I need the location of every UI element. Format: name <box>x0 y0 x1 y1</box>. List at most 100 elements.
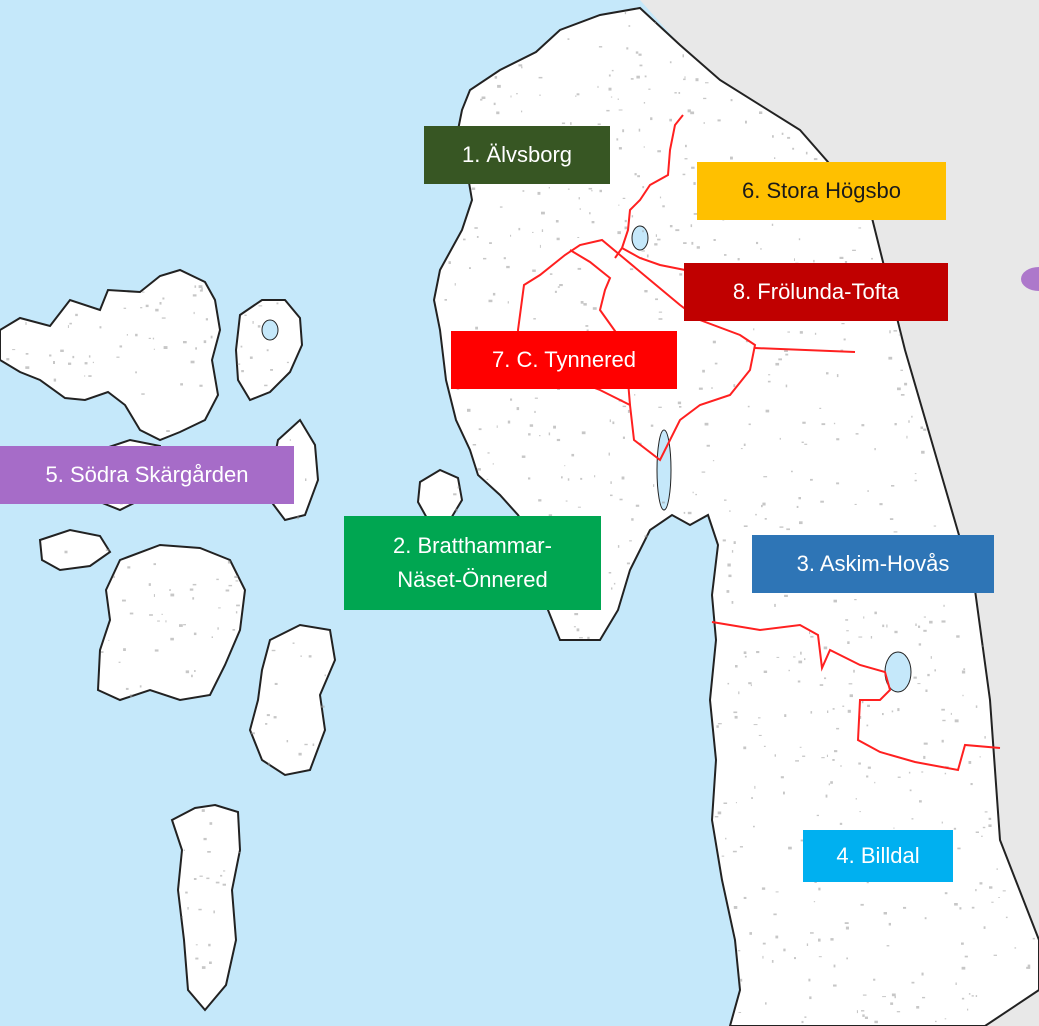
texture-dot <box>312 743 315 746</box>
texture-dot <box>682 54 684 58</box>
texture-dot <box>492 292 496 296</box>
texture-dot <box>934 669 936 672</box>
texture-dot <box>944 772 947 775</box>
texture-dot <box>217 627 219 630</box>
texture-dot <box>588 187 593 190</box>
texture-dot <box>300 655 302 657</box>
texture-dot <box>477 468 481 471</box>
texture-dot <box>474 227 478 229</box>
texture-dot <box>909 789 912 792</box>
texture-dot <box>69 322 72 325</box>
texture-dot <box>559 284 563 287</box>
texture-dot <box>826 754 828 757</box>
texture-dot <box>189 588 194 591</box>
texture-dot <box>227 560 231 564</box>
texture-dot <box>796 505 799 508</box>
texture-dot <box>12 349 16 351</box>
texture-dot <box>733 384 736 388</box>
texture-dot <box>913 676 917 679</box>
texture-dot <box>725 837 727 840</box>
texture-dot <box>683 242 687 244</box>
texture-dot <box>129 694 133 698</box>
texture-dot <box>804 443 808 445</box>
texture-dot <box>754 785 756 789</box>
texture-dot <box>298 752 302 756</box>
texture-dot <box>634 394 636 396</box>
texture-dot <box>624 226 628 230</box>
label-frolunda-text: 8. Frölunda-Tofta <box>732 279 900 304</box>
texture-dot <box>888 356 893 360</box>
texture-dot <box>185 891 188 894</box>
texture-dot <box>778 358 782 361</box>
texture-dot <box>798 660 803 664</box>
texture-dot <box>669 61 672 64</box>
texture-dot <box>539 94 541 96</box>
texture-dot <box>198 285 203 289</box>
texture-dot <box>518 227 521 231</box>
label-tynnered: 7. C. Tynnered <box>451 331 677 389</box>
texture-dot <box>679 273 683 276</box>
texture-dot <box>638 53 642 56</box>
texture-dot <box>801 1020 804 1024</box>
texture-dot <box>579 637 583 639</box>
texture-dot <box>161 317 166 319</box>
texture-dot <box>743 746 747 750</box>
texture-dot <box>549 273 553 275</box>
texture-dot <box>859 811 861 813</box>
texture-dot <box>784 594 788 597</box>
texture-dot <box>135 333 138 337</box>
texture-dot <box>687 511 692 515</box>
texture-dot <box>258 305 263 307</box>
texture-dot <box>199 384 203 387</box>
texture-dot <box>918 625 921 628</box>
texture-dot <box>921 450 925 454</box>
texture-dot <box>518 64 523 67</box>
texture-dot <box>794 957 796 960</box>
texture-dot <box>674 92 677 94</box>
texture-dot <box>761 504 763 508</box>
texture-dot <box>553 425 556 429</box>
texture-dot <box>153 348 155 350</box>
texture-dot <box>190 360 195 364</box>
texture-dot <box>658 311 663 313</box>
texture-dot <box>961 670 966 674</box>
texture-dot <box>532 269 536 272</box>
texture-dot <box>767 380 771 383</box>
texture-dot <box>453 493 457 496</box>
texture-dot <box>274 682 278 685</box>
texture-dot <box>779 526 784 528</box>
texture-dot <box>64 550 68 554</box>
texture-dot <box>810 635 814 638</box>
texture-dot <box>626 47 629 50</box>
texture-dot <box>748 682 752 685</box>
texture-dot <box>906 435 908 439</box>
texture-dot <box>208 943 211 947</box>
texture-dot <box>944 892 948 895</box>
texture-dot <box>765 409 770 413</box>
texture-dot <box>896 1011 901 1013</box>
texture-dot <box>858 762 861 765</box>
texture-dot <box>874 781 876 784</box>
texture-dot <box>795 760 799 762</box>
texture-dot <box>201 966 206 969</box>
texture-dot <box>621 476 625 480</box>
texture-dot <box>148 337 151 339</box>
texture-dot <box>861 1010 865 1012</box>
texture-dot <box>25 366 30 369</box>
texture-dot <box>587 636 590 639</box>
texture-dot <box>488 299 493 303</box>
texture-dot <box>654 22 656 24</box>
texture-dot <box>762 502 766 506</box>
texture-dot <box>893 827 895 829</box>
texture-dot <box>195 944 198 946</box>
texture-dot <box>833 964 836 968</box>
texture-dot <box>578 197 580 200</box>
texture-dot <box>950 712 952 715</box>
texture-dot <box>732 850 737 853</box>
texture-dot <box>118 661 121 663</box>
texture-dot <box>629 540 632 542</box>
texture-dot <box>961 966 966 970</box>
texture-dot <box>833 984 837 987</box>
texture-dot <box>476 236 479 238</box>
texture-dot <box>608 572 612 574</box>
